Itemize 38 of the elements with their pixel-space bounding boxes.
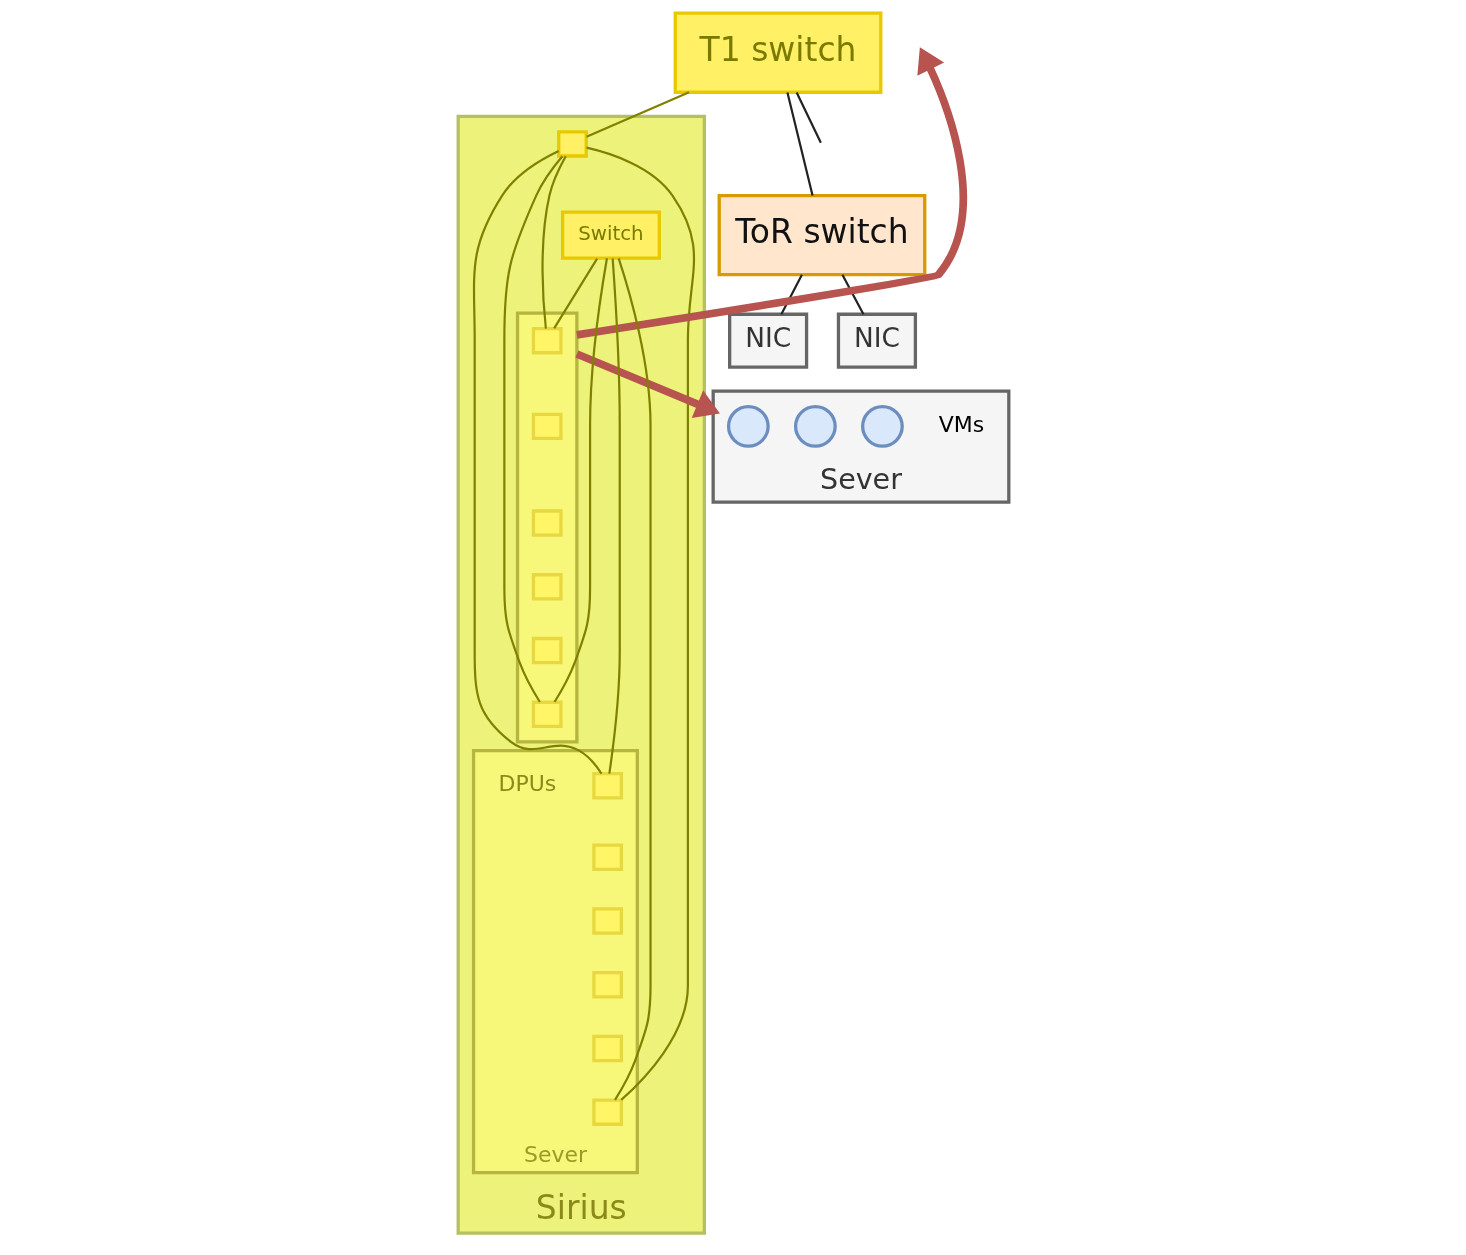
node-box: T1 switch bbox=[673, 11, 882, 94]
connector bbox=[585, 146, 695, 1101]
connector bbox=[613, 258, 652, 1101]
cluster bbox=[515, 311, 579, 744]
node-box bbox=[531, 573, 563, 601]
connector bbox=[840, 274, 864, 315]
label: VMs bbox=[938, 411, 984, 437]
arrow bbox=[575, 47, 967, 339]
connector bbox=[779, 274, 803, 315]
node-box bbox=[531, 700, 563, 729]
node-box bbox=[531, 326, 563, 355]
node-box bbox=[556, 130, 588, 158]
label: DPUs bbox=[498, 771, 556, 797]
connector bbox=[785, 92, 814, 196]
connector bbox=[607, 258, 621, 774]
node-box bbox=[591, 843, 623, 871]
arrow bbox=[574, 350, 720, 418]
node-box bbox=[531, 412, 563, 441]
connector bbox=[553, 258, 608, 703]
connector bbox=[585, 91, 689, 138]
node-box: NIC bbox=[836, 312, 917, 369]
node-circle bbox=[726, 404, 770, 448]
node-box bbox=[531, 509, 563, 537]
node-box: ToR switch bbox=[717, 193, 926, 277]
node-box bbox=[591, 1098, 623, 1126]
node-box bbox=[591, 772, 623, 800]
connector bbox=[502, 155, 563, 703]
connector bbox=[472, 150, 602, 775]
node-box: Switch bbox=[560, 210, 661, 260]
connector bbox=[540, 155, 567, 329]
node-box bbox=[531, 636, 563, 665]
node-box: NIC bbox=[727, 312, 808, 369]
node-circle bbox=[793, 404, 837, 448]
node-box bbox=[591, 1034, 623, 1063]
node-box bbox=[591, 907, 623, 935]
node-box bbox=[591, 970, 623, 999]
node-circle bbox=[860, 404, 904, 448]
connector bbox=[552, 258, 598, 329]
